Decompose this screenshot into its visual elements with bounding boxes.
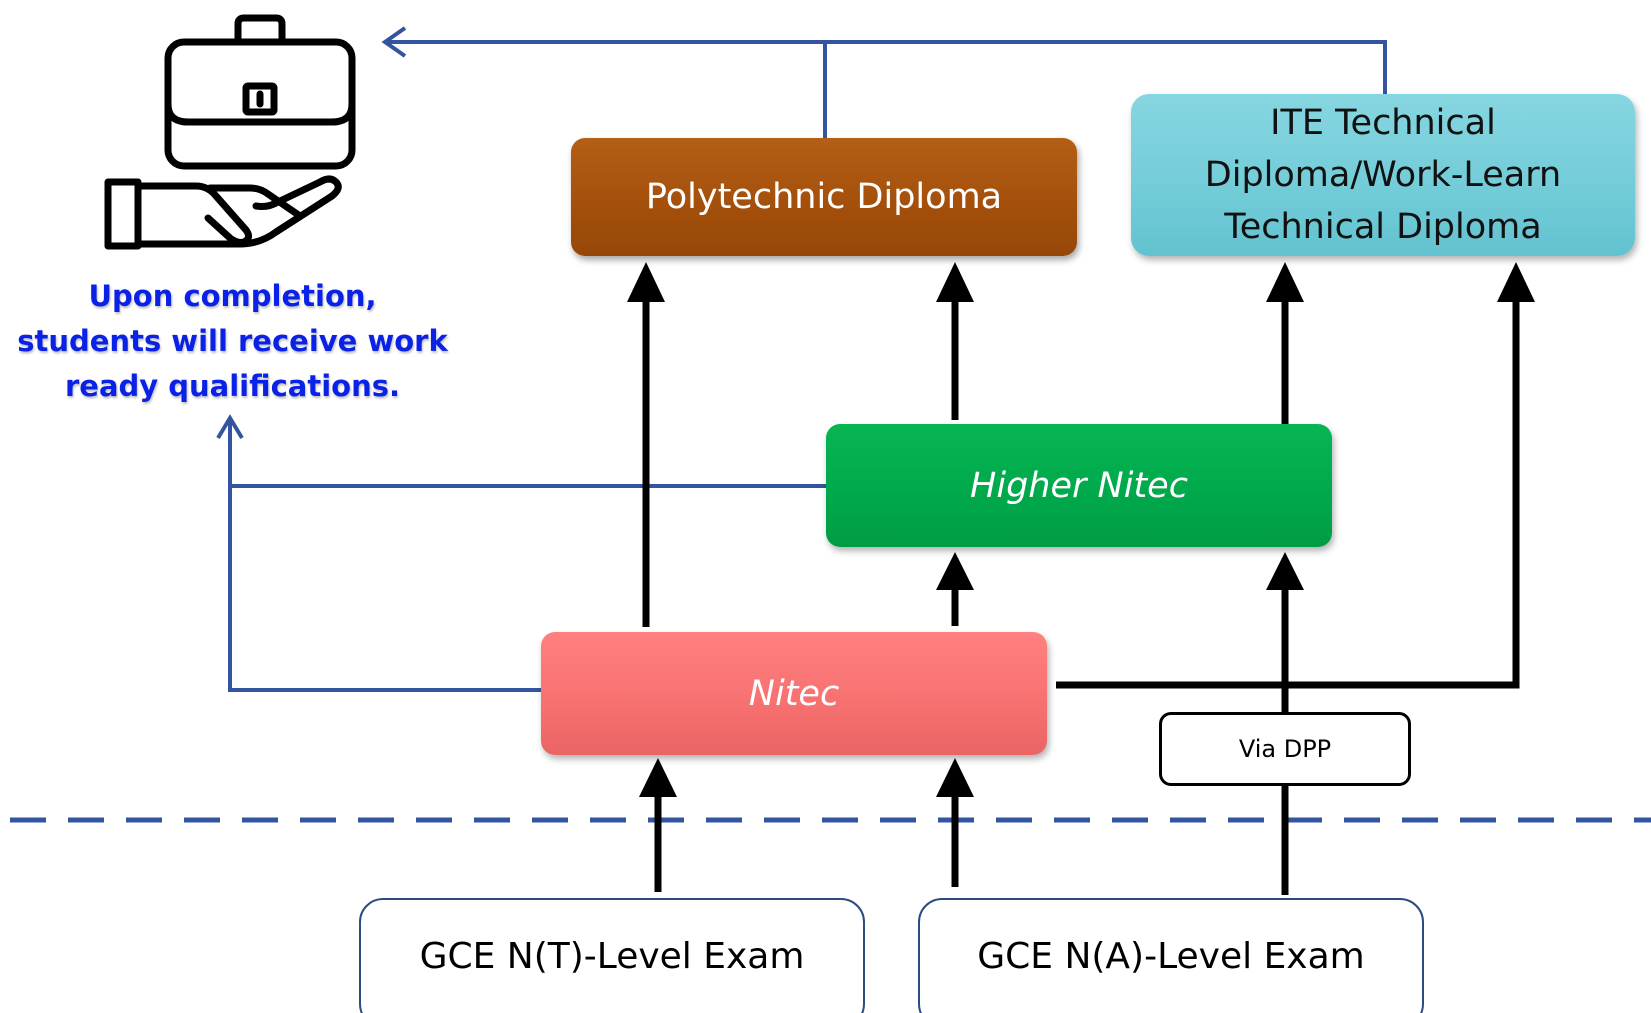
connector-top-to-icon bbox=[385, 40, 1387, 95]
node-ite-label-line-2: Diploma/Work-Learn bbox=[1204, 155, 1562, 195]
node-ite-label-line-3: Technical Diploma bbox=[1224, 207, 1542, 247]
node-higher-nitec: Higher Nitec bbox=[826, 424, 1332, 547]
node-ite-technical-diploma: ITE Technical Diploma/Work-Learn Technic… bbox=[1131, 94, 1635, 256]
node-gce-nt-level-exam: GCE N(T)-Level Exam bbox=[359, 898, 865, 1013]
arrow-nitec-to-ite-head bbox=[1497, 262, 1535, 302]
arrow-higher-to-poly-head bbox=[936, 262, 974, 302]
caption-line-3: ready qualifications. bbox=[64, 369, 401, 403]
arrow-dpp-to-higher-head bbox=[1266, 552, 1304, 590]
node-gce-na-level-exam: GCE N(A)-Level Exam bbox=[918, 898, 1424, 1013]
connector-arrowhead-caption bbox=[216, 414, 244, 440]
node-polytechnic-diploma: Polytechnic Diploma bbox=[571, 138, 1077, 256]
briefcase-in-hand-icon bbox=[104, 14, 356, 250]
caption-line-2: students will receive work bbox=[17, 324, 448, 358]
node-gce-na-label: GCE N(A)-Level Exam bbox=[977, 936, 1365, 977]
node-via-dpp-label: Via DPP bbox=[1238, 735, 1332, 763]
node-nitec-label: Nitec bbox=[748, 673, 840, 714]
arrow-nitec-to-ite-shaft bbox=[1056, 300, 1520, 689]
node-nitec: Nitec bbox=[541, 632, 1047, 755]
arrow-na-to-nitec-head bbox=[936, 758, 974, 797]
node-gce-nt-label: GCE N(T)-Level Exam bbox=[419, 936, 805, 977]
completion-caption: Upon completion, students will receive w… bbox=[10, 274, 455, 409]
connector-nitec-to-caption bbox=[228, 418, 541, 692]
blue-connectors bbox=[216, 26, 1387, 692]
node-via-dpp: Via DPP bbox=[1159, 712, 1411, 786]
node-higher-nitec-label: Higher Nitec bbox=[970, 465, 1188, 506]
arrow-higher-to-ite-head bbox=[1266, 262, 1304, 302]
node-polytechnic-label: Polytechnic Diploma bbox=[645, 177, 1003, 217]
arrow-nt-to-nitec-head bbox=[639, 758, 677, 797]
connector-arrowhead-icon bbox=[381, 26, 407, 58]
arrow-nitec-to-higher-head bbox=[936, 552, 974, 590]
progression-arrows bbox=[627, 262, 1535, 895]
arrow-nitec-to-poly-head bbox=[627, 262, 665, 302]
caption-line-1: Upon completion, bbox=[88, 279, 377, 313]
node-ite-label-line-1: ITE Technical bbox=[1270, 103, 1496, 143]
